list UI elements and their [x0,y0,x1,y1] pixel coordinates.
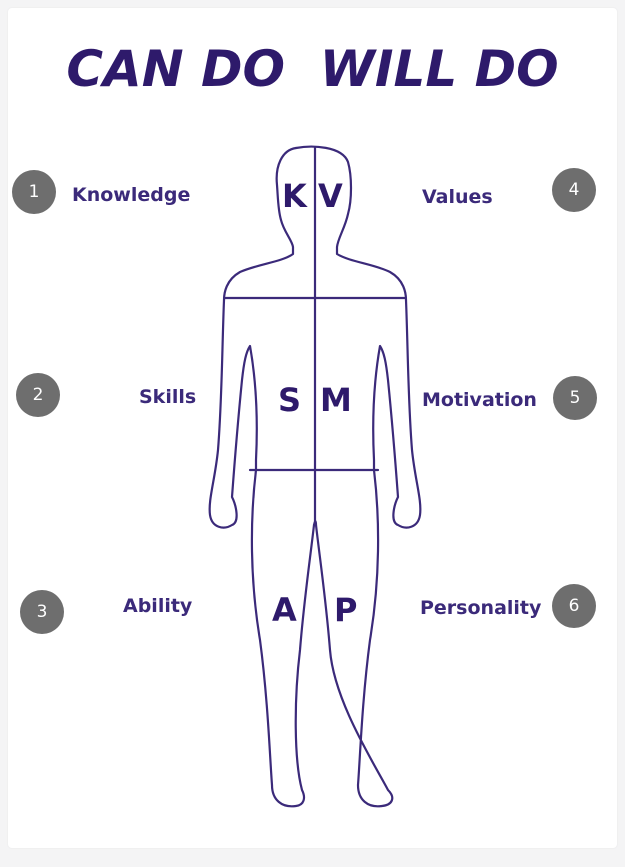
number-badge-5: 5 [553,376,597,420]
figure-head-outline [224,148,296,300]
number-badge-4: 4 [552,168,596,212]
letter-k: K [282,180,307,212]
label-values: Values [422,186,493,208]
figure-right-side [316,300,420,806]
label-skills: Skills [139,386,196,408]
number-badge-3: 3 [20,590,64,634]
letter-a: A [272,594,297,626]
label-knowledge: Knowledge [72,184,190,206]
number-badge-6: 6 [552,584,596,628]
label-personality: Personality [420,597,541,619]
letter-p: P [334,594,357,626]
figure-left-side [210,300,314,806]
label-ability: Ability [123,595,192,617]
letter-s: S [278,384,301,416]
number-badge-2: 2 [16,373,60,417]
label-motivation: Motivation [422,389,537,411]
letter-m: M [320,384,352,416]
figure-head-outline-right [296,147,406,300]
number-badge-1: 1 [12,170,56,214]
letter-v: V [318,180,343,212]
